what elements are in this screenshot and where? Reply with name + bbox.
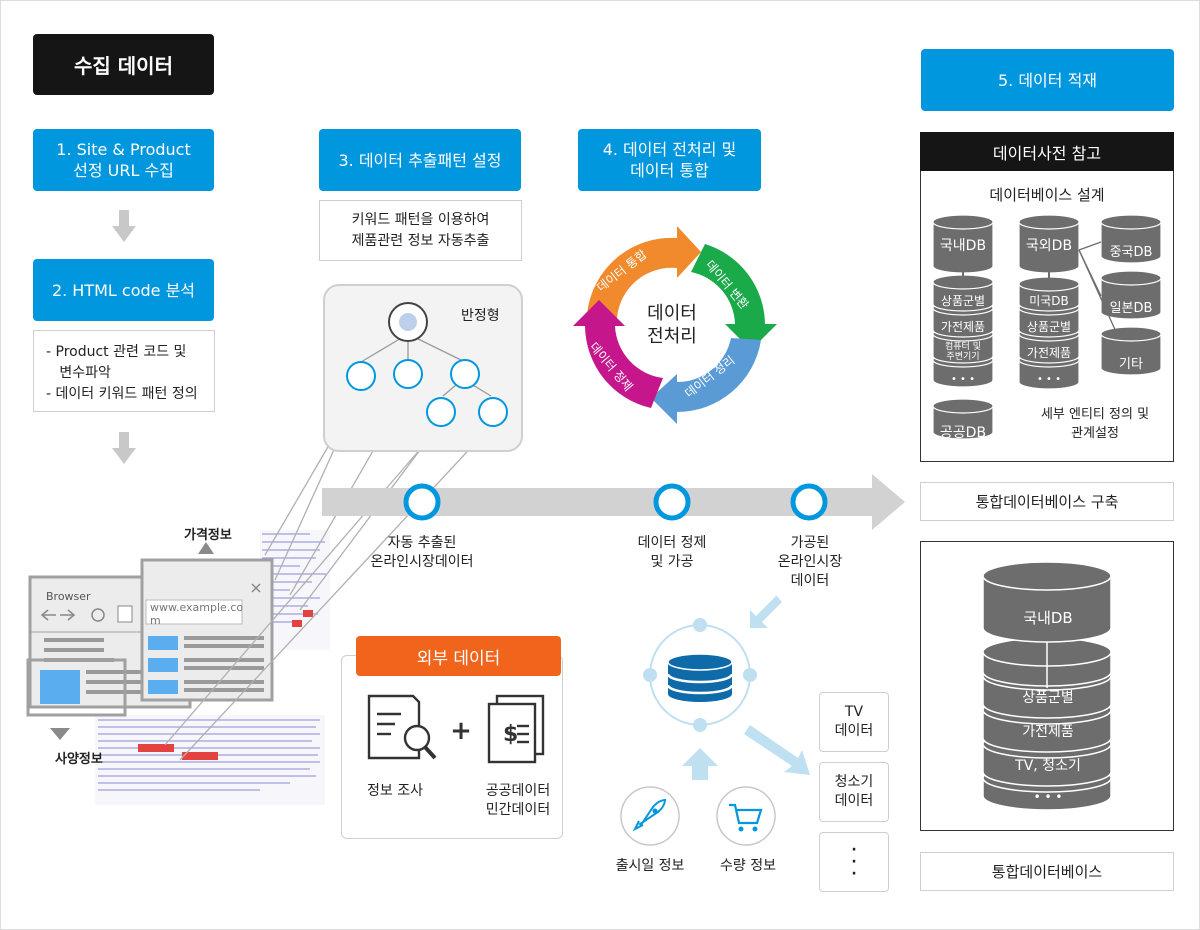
preprocess-cycle: [573, 226, 777, 424]
cart-icon: [716, 786, 776, 846]
cycle-center-label: 데이터 전처리: [647, 303, 697, 347]
flow-label-refine: 데이터 정제 및 가공: [637, 535, 707, 570]
other-db-japan: 일본DB: [1109, 300, 1153, 316]
plus-sign: +: [450, 716, 472, 746]
flow-label-processed: 가공된 온라인시장 데이터: [777, 535, 843, 589]
domestic-item: 가전제품: [940, 319, 986, 334]
public-db-label: 공공DB: [939, 425, 987, 441]
public-data-icon: $: [487, 694, 545, 764]
external-item-research: 정보 조사: [367, 783, 423, 799]
big-db-item: • • •: [1033, 790, 1063, 804]
step4-box: 4. 데이터 전처리 및 데이터 통합: [578, 129, 761, 191]
big-db-item: 상품군별: [1022, 690, 1074, 706]
integrated-db-label: 통합데이터베이스: [920, 852, 1174, 891]
input-icons: [620, 786, 776, 846]
integrated-db-graphic: [982, 561, 1112, 811]
step1-box: 1. Site & Product 선정 URL 수집: [33, 129, 214, 191]
step2-box: 2. HTML code 분석: [33, 259, 214, 321]
external-icons: + $: [367, 694, 545, 764]
domestic-item: • • •: [950, 373, 976, 385]
foreign-item: 미국DB: [1029, 293, 1069, 308]
foreign-item: 상품군별: [1026, 319, 1072, 334]
dictionary-title: 데이터사전 참고: [920, 132, 1174, 171]
spec-info-label: 사양정보: [55, 752, 103, 767]
big-db-item: TV, 청소기: [1015, 758, 1081, 774]
output-vacuum-data: 청소기 데이터: [819, 762, 889, 822]
domestic-item: 컴퓨터 및 주변기기: [945, 342, 981, 362]
flow-label-extracted: 자동 추출된 온라인시장데이터: [370, 535, 474, 570]
entity-note: 세부 엔티티 정의 및 관계설정: [1040, 407, 1150, 441]
integrated-db-panel: [920, 541, 1174, 831]
foreign-item: 가전제품: [1026, 345, 1072, 360]
step2-notes: - Product 관련 코드 및 변수파악 - 데이터 키워드 패턴 정의: [33, 330, 215, 412]
external-item-public: 공공데이터 민간데이터: [485, 783, 551, 818]
step3-note: 키워드 패턴을 이용하여 제품관련 정보 자동추출: [319, 200, 522, 261]
note-line: - 데이터 키워드 패턴 정의: [46, 386, 198, 402]
down-arrow-icon: [112, 432, 136, 464]
tree-diagram: [346, 302, 508, 427]
collect-data-title: 수집 데이터: [33, 34, 214, 95]
step5-box: 5. 데이터 적재: [921, 49, 1174, 111]
domestic-db-label: 국내DB: [939, 238, 987, 254]
note-line: - Product 관련 코드 및: [46, 344, 187, 360]
semi-structured-label: 반정형: [461, 308, 500, 324]
rocket-icon: [620, 786, 680, 846]
input-quantity: 수량 정보: [720, 858, 776, 874]
foreign-item: • • •: [1036, 373, 1062, 385]
note-line: 변수파악: [46, 365, 111, 381]
external-data-title: 외부 데이터: [356, 636, 561, 676]
foreign-db-label: 국외DB: [1025, 238, 1073, 254]
build-db-label: 통합데이터베이스 구축: [920, 482, 1174, 521]
central-db-graphic: [643, 594, 810, 780]
big-db-item: 가전제품: [1022, 724, 1074, 740]
other-db-china: 중국DB: [1109, 244, 1153, 260]
research-icon: [367, 694, 437, 760]
output-more: · · ·: [819, 832, 889, 892]
other-db-etc: 기타: [1119, 356, 1143, 372]
down-arrow-icon: [112, 210, 136, 242]
output-tv-data: TV 데이터: [819, 692, 889, 752]
svg-text:$: $: [503, 722, 518, 747]
browser-label: Browser: [46, 590, 91, 603]
input-release-date: 출시일 정보: [615, 858, 685, 874]
price-info-label: 가격정보: [184, 528, 232, 543]
db-design-label: 데이터베이스 설계: [989, 185, 1105, 204]
step3-box: 3. 데이터 추출패턴 설정: [319, 129, 521, 191]
db-design-graphic: [932, 214, 1162, 440]
url-text: www.example.co m: [150, 601, 244, 627]
domestic-item: 상품군별: [940, 293, 986, 308]
big-db-label: 국내DB: [1023, 608, 1073, 627]
